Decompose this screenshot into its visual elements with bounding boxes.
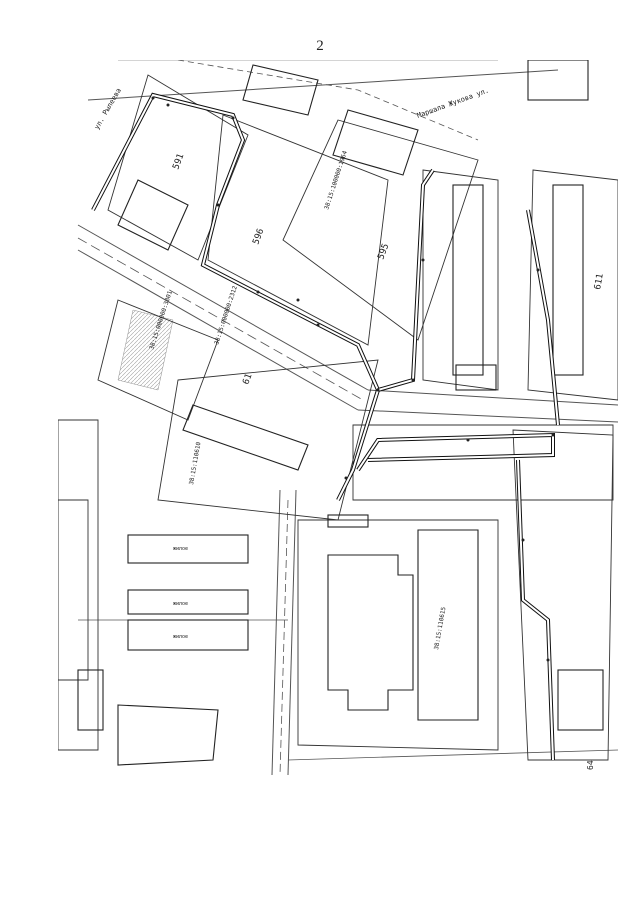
parcel-boundaries (58, 74, 618, 761)
parcel-3801 (97, 299, 219, 421)
parcel-110615 (297, 519, 499, 751)
parcel-label-611: 611 (593, 273, 606, 291)
cadastral-map: ул. Рылеева Маршала Жукова ул. 591 596 5… (58, 60, 618, 775)
building-label-c: жилое (173, 634, 188, 640)
parcel-591 (107, 74, 249, 261)
map-drawing: ул. Рылеева Маршала Жукова ул. 591 596 5… (58, 60, 618, 775)
survey-points (151, 96, 555, 662)
parcel-611 (527, 169, 618, 401)
parcel-label-61: 61 (241, 372, 254, 386)
parcel-label-64: 64 (586, 760, 595, 770)
building-label-b: жилое (173, 601, 188, 607)
parcel-595 (282, 119, 479, 341)
building-label-a: жилое (173, 546, 188, 552)
page-number: 2 (316, 38, 324, 54)
buildings (77, 60, 604, 766)
